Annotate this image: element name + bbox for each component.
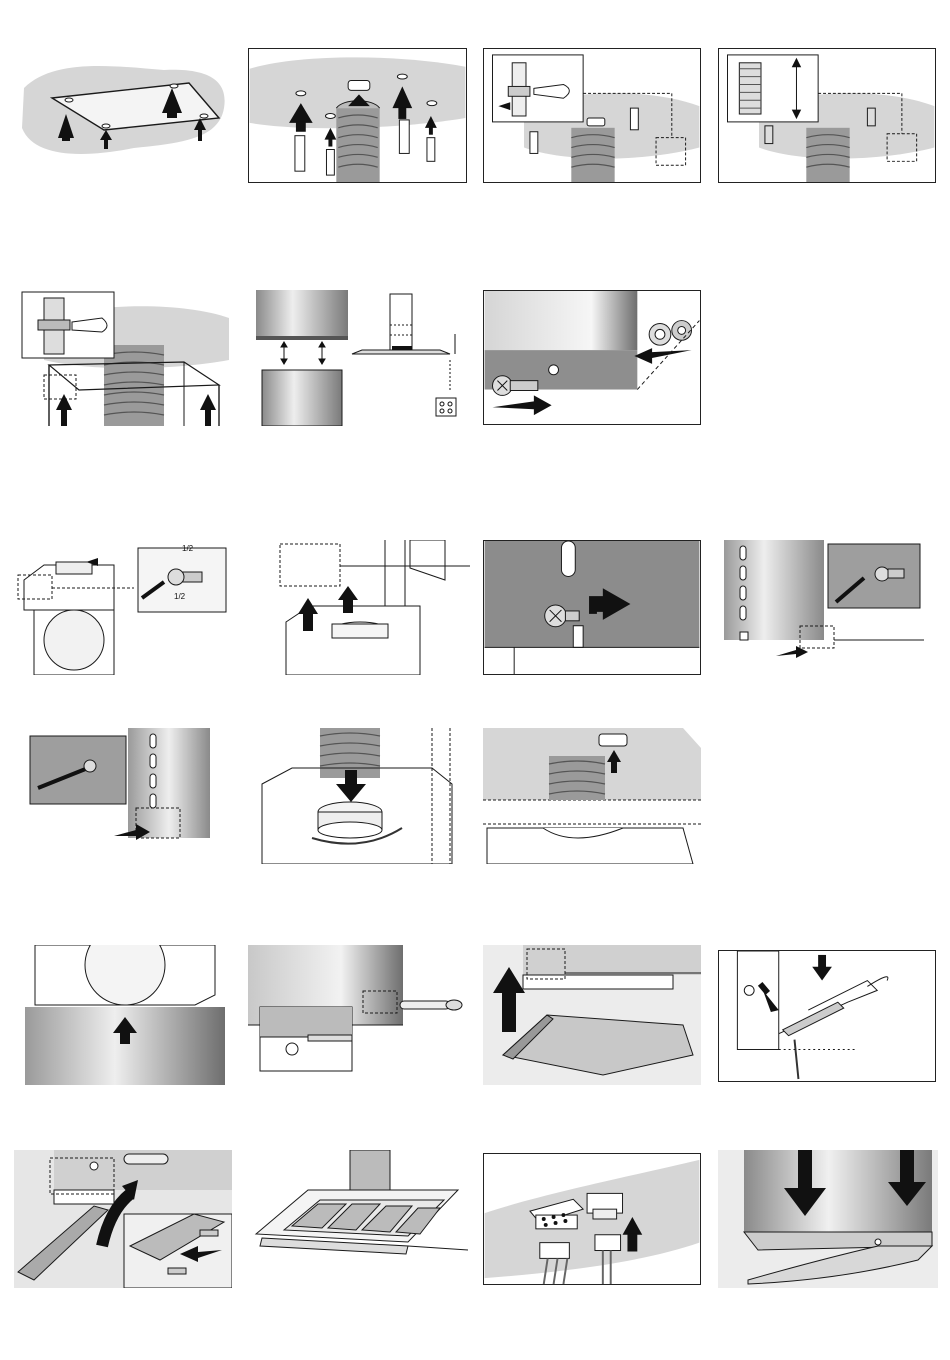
connector-illustration: [484, 1154, 700, 1284]
remove-screw-illustration: [248, 945, 468, 1085]
threaded-rods-illustration: [484, 49, 700, 182]
double-arrow-icon: [281, 342, 325, 364]
step-2-wall-plugs: [248, 48, 467, 183]
screwdriver-icon: [400, 1000, 462, 1010]
step-11-tighten-screw: [724, 540, 924, 675]
slot-screw-illustration: [484, 541, 700, 674]
step-8-adapter-screws: 1/2 1/2: [14, 540, 230, 675]
step-4-rod-length: [718, 48, 936, 183]
down-arrow-icon: [812, 955, 832, 981]
step-14-plug-in: [483, 728, 701, 864]
rod-length-illustration: [719, 49, 935, 182]
step-13-connect-hose: [252, 728, 470, 864]
step-17-lift-tray: [483, 945, 701, 1085]
step-5-mount-frame: [14, 290, 236, 426]
step-1-drill-template: [14, 48, 232, 188]
ceiling-template-illustration: [14, 48, 232, 188]
fit-panel-illustration: [14, 1150, 232, 1288]
step-22-lower-assembly: [718, 1150, 938, 1288]
mount-frame-illustration: [14, 290, 236, 426]
right-arrow-icon: [492, 395, 551, 415]
fraction-label-bottom: 1/2: [174, 592, 185, 601]
tighten-screw-illustration: [724, 540, 924, 675]
step-16-remove-screw: [248, 945, 468, 1085]
step-20-filter-view: [248, 1150, 468, 1288]
wall-plugs-illustration: [249, 49, 466, 182]
step-3-threaded-rods: [483, 48, 701, 183]
chimney-height-illustration: [250, 290, 470, 426]
filter-view-illustration: [248, 1150, 468, 1288]
screw-icon: [84, 760, 96, 772]
lift-chimney-illustration: [270, 540, 470, 675]
step-9-lift-chimney: [270, 540, 470, 675]
clip-detail-illustration: [719, 951, 935, 1081]
plug-in-illustration: [483, 728, 701, 864]
adapter-screws-illustration: [14, 540, 230, 675]
second-screw-illustration: [28, 728, 210, 864]
step-19-fit-panel: [14, 1150, 232, 1288]
step-18-clip-detail: [718, 950, 936, 1082]
step-12-second-screw: [28, 728, 210, 864]
fix-chimney-illustration: [484, 291, 700, 424]
lower-chimney-illustration: [25, 945, 225, 1085]
step-6-chimney-height: [250, 290, 470, 426]
lift-tray-illustration: [483, 945, 701, 1085]
step-7-fix-chimney: [483, 290, 701, 425]
step-15-lower-chimney: [25, 945, 225, 1085]
connect-hose-illustration: [252, 728, 470, 864]
lower-assembly-illustration: [718, 1150, 938, 1288]
fraction-label-top: 1/2: [182, 544, 193, 553]
step-10-slot-screw: [483, 540, 701, 675]
step-21-connector: [483, 1153, 701, 1285]
